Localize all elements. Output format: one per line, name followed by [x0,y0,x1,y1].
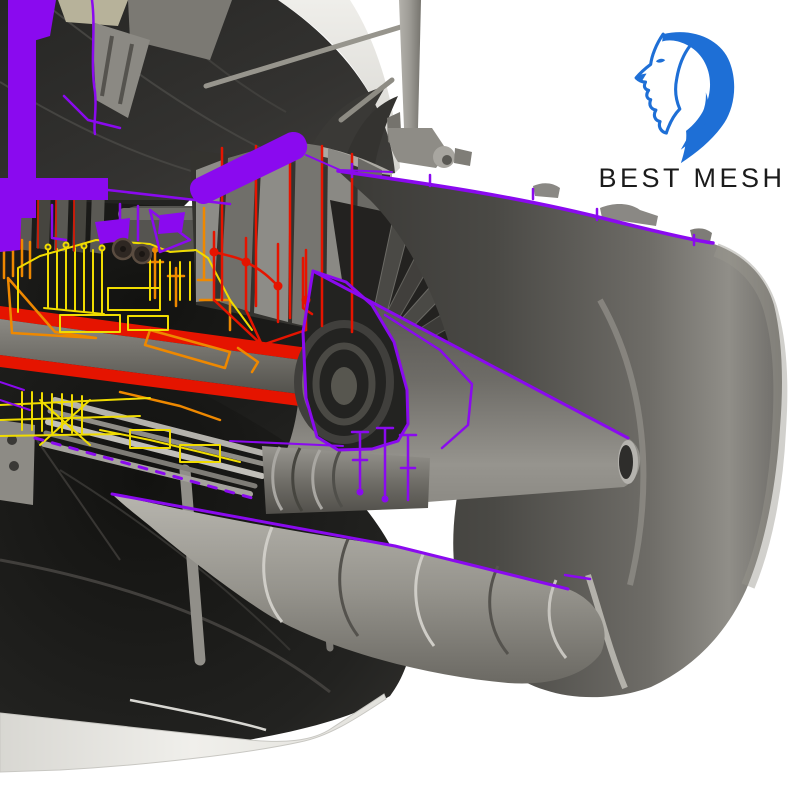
gray-plate [128,0,232,60]
radial-strut [29,429,121,561]
cone-tip-hole [619,445,633,479]
turbine-exit-cut [294,271,408,450]
pylon-mount-cut-purple [0,0,308,252]
brand-logo: BEST MESH [598,32,785,193]
purple-patch [158,212,185,234]
purple-capsule-band [189,131,308,205]
fan-case-outer-rim [278,0,400,174]
inlet-lip-band [0,694,386,772]
purple-band-left [0,178,108,200]
lip-curl-highlight [129,698,267,732]
strut-rod [399,0,421,128]
strut-foot [388,128,448,168]
strut-lug [454,148,472,166]
fork-bracket [92,22,150,118]
combustor-fuel-system-yellow [0,239,253,463]
duct-inner-lip [597,298,647,586]
duct-cut-face [585,574,628,690]
barrel-seam [0,558,331,694]
bracket-slot [118,43,134,105]
duct-lug [533,183,560,198]
exit-ring [312,342,376,426]
bolt-hole [9,461,19,471]
bypass-duct-lower-half [112,494,605,684]
exit-hub [331,367,357,405]
bracket-slot [100,35,114,97]
upper-left-brackets [58,0,232,118]
shaft-cut-bottom-edge [0,355,345,412]
exit-ring [294,320,394,444]
vertical-pipe [179,464,206,666]
scallop-ridge [414,551,436,647]
joint-pin [442,155,452,165]
lp-shaft-tube [262,446,430,514]
linkage-rod [338,77,395,123]
barrel-seam [59,469,291,651]
fuel-nozzle-bosses [111,237,153,265]
scallop-ridge [488,565,510,655]
linkage-rod [203,23,407,89]
mesh-cut-edges-purple [0,0,715,591]
scallop-ridge [547,579,568,659]
purple-blob [0,198,22,252]
shaft-cylinder [0,319,345,400]
bolt-hole [7,435,17,445]
lion-head-icon [634,32,735,164]
brand-name: BEST MESH [598,163,785,193]
scallop-body [112,494,605,684]
nacelle-inlet-lip [0,693,387,773]
purple-blob-top [28,0,56,42]
scallop-ridge [262,526,284,623]
scallop-ridge [338,538,360,637]
cut-cavity [303,271,408,450]
inlet-lip-edge [0,693,387,773]
duct-lug [600,204,658,226]
support-strut [387,0,472,168]
duct-rim-sheen [713,243,788,589]
